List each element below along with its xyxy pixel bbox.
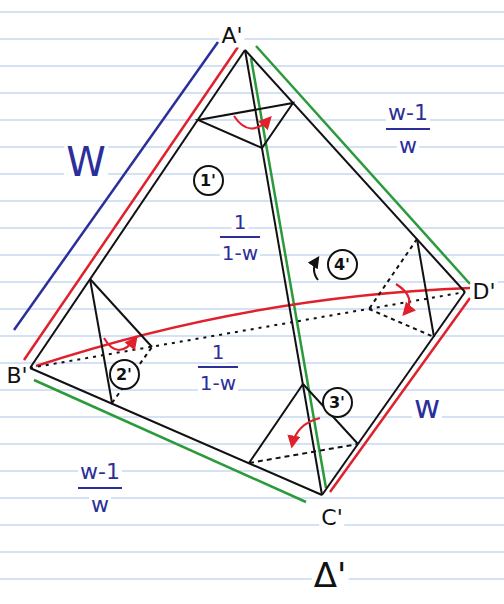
red-marker-curve bbox=[36, 288, 470, 366]
ruled-paper bbox=[0, 12, 504, 579]
fraction-denominator: 1-w bbox=[220, 243, 260, 264]
green-marker-line bbox=[251, 58, 326, 488]
vertex-label: D' bbox=[471, 280, 498, 303]
green-marker-line bbox=[256, 46, 470, 284]
corner-triangles bbox=[90, 103, 434, 463]
callout-circle: 1' bbox=[193, 165, 224, 196]
figure-label: Δ' bbox=[312, 558, 349, 594]
edge-weight: w bbox=[412, 391, 442, 425]
callout-circle: 2' bbox=[109, 359, 140, 390]
fraction-numerator: 1 bbox=[210, 342, 227, 363]
callout-number: 4' bbox=[334, 255, 350, 274]
tetrahedron-edges bbox=[30, 50, 465, 495]
fraction-denominator: w bbox=[89, 493, 111, 516]
fraction-bars bbox=[78, 129, 430, 488]
rotation-arrows bbox=[104, 116, 409, 446]
callout-number: 2' bbox=[116, 365, 132, 384]
vertex-label: C' bbox=[319, 506, 344, 529]
callout-circle: 3' bbox=[322, 387, 353, 418]
green-marker-line bbox=[34, 380, 306, 502]
callout-number: 1' bbox=[200, 171, 216, 190]
rotation-symbol bbox=[314, 258, 318, 280]
edge-weight: W bbox=[64, 141, 108, 183]
vertex-label: A' bbox=[219, 24, 244, 47]
fraction-numerator: w-1 bbox=[78, 460, 122, 483]
blue-marker-line bbox=[14, 42, 218, 330]
fraction-numerator: 1 bbox=[232, 212, 249, 233]
fraction-numerator: w-1 bbox=[386, 101, 430, 124]
fraction-denominator: 1-w bbox=[198, 373, 238, 394]
callout-number: 3' bbox=[329, 393, 345, 412]
callout-circle: 4' bbox=[327, 249, 358, 280]
fraction-denominator: w bbox=[397, 134, 419, 157]
vertex-label: B' bbox=[4, 364, 29, 387]
red-marker-line bbox=[24, 47, 238, 360]
